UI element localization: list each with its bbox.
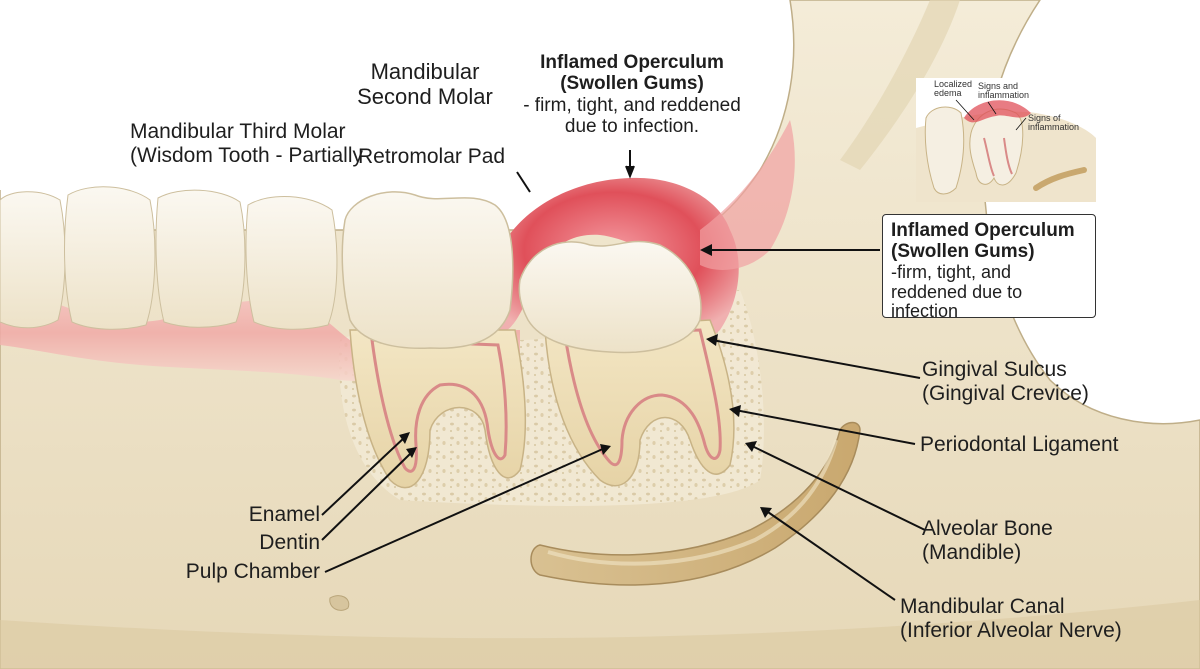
- arrowheads: [399, 244, 772, 518]
- label-operculum-top: Inflamed Operculum (Swollen Gums) - firm…: [523, 52, 741, 137]
- callout-title-1: Inflamed Operculum: [891, 220, 1075, 241]
- inset-label-signs-and-inflammation: Signs and inflammation: [978, 81, 1030, 101]
- callout-title-2: (Swollen Gums): [891, 240, 1035, 262]
- mental-foramen: [329, 595, 350, 611]
- inflamed-ramus-gum: [700, 120, 795, 270]
- callout-desc-1: -firm, tight, and: [891, 261, 1012, 282]
- inset-diagram: Localized edema Signs and inflammation S…: [916, 78, 1096, 202]
- label-mandibular-second-molar: Mandibular Second Molar: [357, 59, 493, 109]
- inset-illustration: [916, 78, 1096, 202]
- inset-label-localized-edema: Localized edema: [934, 79, 973, 99]
- anterior-teeth: [0, 186, 338, 330]
- operculum-callout-box: Inflamed Operculum (Swollen Gums) -firm,…: [882, 214, 1096, 321]
- inset-label-signs-of-inflammation: Signs of inflammation: [1028, 113, 1080, 133]
- leader-lines: [321, 150, 926, 601]
- label-gingival-sulcus: Gingival Sulcus (Gingival Crevice): [922, 358, 1089, 405]
- label-enamel: Enamel: [248, 503, 320, 526]
- label-dentin: Dentin: [259, 531, 320, 554]
- label-pulp-chamber: Pulp Chamber: [185, 560, 320, 583]
- ramus-shadow: [840, 0, 960, 170]
- label-third-molar: Mandibular Third Molar (Wisdom Tooth - P…: [130, 120, 364, 167]
- label-periodontal-ligament: Periodontal Ligament: [920, 433, 1119, 456]
- inflamed-operculum: [488, 177, 739, 339]
- callout-desc-2: reddened due to infection: [891, 281, 1023, 322]
- label-retromolar-pad: Retromolar Pad: [358, 145, 506, 168]
- label-mandibular-canal: Mandibular Canal (Inferior Alveolar Nerv…: [900, 595, 1122, 642]
- third-molar: [518, 240, 735, 487]
- mandibular-canal: [530, 421, 861, 586]
- jaw-edge-shadow: [0, 600, 1200, 669]
- label-alveolar-bone: Alveolar Bone (Mandible): [922, 517, 1053, 564]
